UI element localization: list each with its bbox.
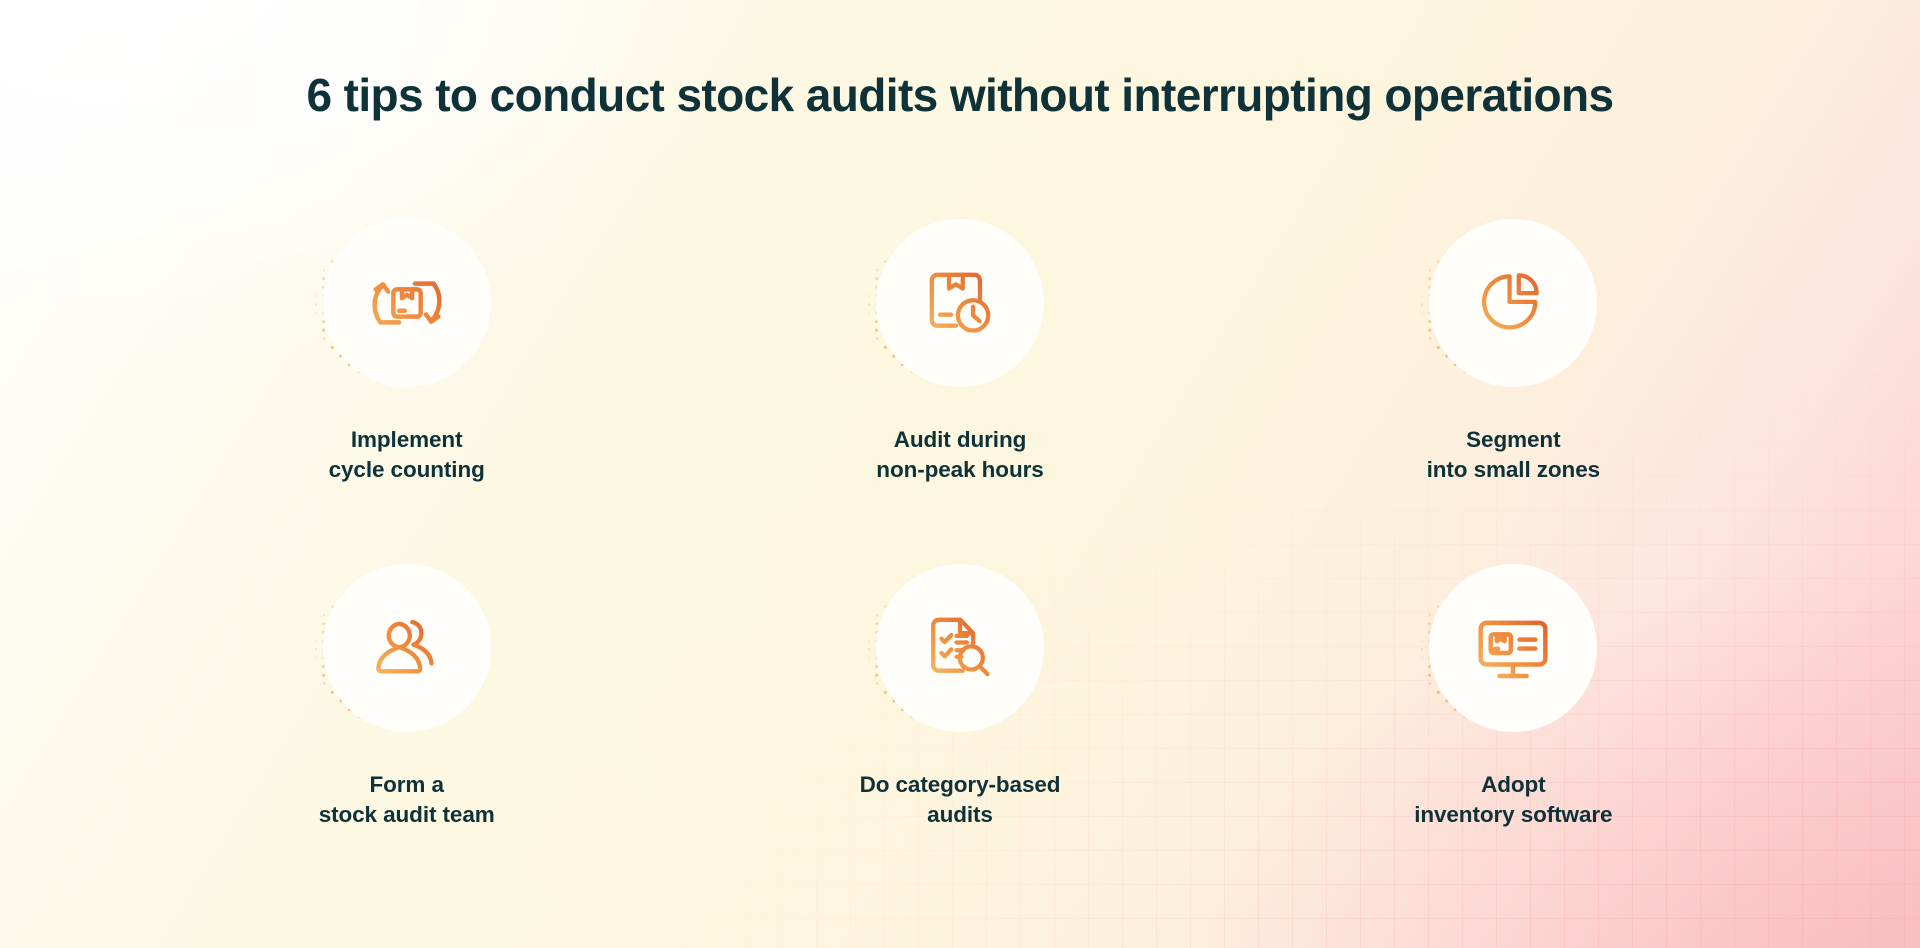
tip-card-do-category-based-audits: Do category-based audits	[683, 542, 1236, 895]
tip-icon-badge	[284, 542, 505, 756]
icon-disc	[322, 564, 491, 732]
tip-label: Do category-based audits	[860, 770, 1061, 830]
tip-icon-badge	[284, 197, 505, 411]
tip-label: Form a stock audit team	[319, 770, 495, 830]
tip-label: Adopt inventory software	[1414, 770, 1612, 830]
tip-label-line-1: Form a	[369, 772, 444, 797]
tip-label-line-2: cycle counting	[328, 456, 485, 482]
tip-label-line-1: Audit during	[893, 427, 1027, 452]
icon-disc	[1429, 564, 1598, 732]
tip-icon-badge	[837, 197, 1058, 411]
icon-disc	[322, 219, 491, 387]
tip-label-line-1: Adopt	[1481, 772, 1546, 797]
tip-label-line-2: audits	[927, 801, 993, 827]
page-title: 6 tips to conduct stock audits without i…	[306, 69, 1614, 121]
tip-label-line-1: Implement	[350, 427, 463, 452]
tip-label-line-2: stock audit team	[318, 801, 495, 827]
tip-icon-badge	[1391, 197, 1611, 411]
tip-label-line-2: inventory software	[1414, 801, 1613, 827]
tip-label: Implement cycle counting	[329, 425, 485, 485]
tip-label: Audit during non-peak hours	[876, 425, 1043, 485]
tip-card-form-a-stock-audit-team: Form a stock audit team	[130, 542, 683, 895]
icon-disc	[875, 219, 1044, 387]
tip-card-adopt-inventory-software: Adopt inventory software	[1237, 542, 1790, 895]
icon-disc	[875, 564, 1044, 732]
tip-icon-badge	[837, 542, 1058, 756]
monitor-inventory-icon	[1478, 620, 1548, 679]
tip-label-line-1: Do category-based	[859, 772, 1061, 797]
checklist-magnifier-icon	[931, 617, 990, 677]
tip-card-segment-into-small-zones: Segment into small zones	[1237, 197, 1790, 550]
tip-icon-badge	[1391, 542, 1611, 756]
tip-label-line-2: into small zones	[1426, 456, 1601, 482]
tip-card-implement-cycle-counting: Implement cycle counting	[130, 197, 683, 550]
pie-chart-icon	[1482, 273, 1540, 330]
tips-grid: Implement cycle counting	[130, 197, 1790, 895]
tip-card-audit-during-non-peak-hours: Audit during non-peak hours	[683, 197, 1236, 550]
tip-label-line-1: Segment	[1466, 427, 1561, 452]
tip-label: Segment into small zones	[1426, 425, 1601, 485]
tip-label-line-2: non-peak hours	[876, 456, 1044, 482]
box-clock-icon	[929, 272, 991, 333]
team-users-icon	[375, 619, 434, 674]
cycle-count-box-icon	[372, 281, 442, 325]
icon-disc	[1429, 219, 1598, 387]
